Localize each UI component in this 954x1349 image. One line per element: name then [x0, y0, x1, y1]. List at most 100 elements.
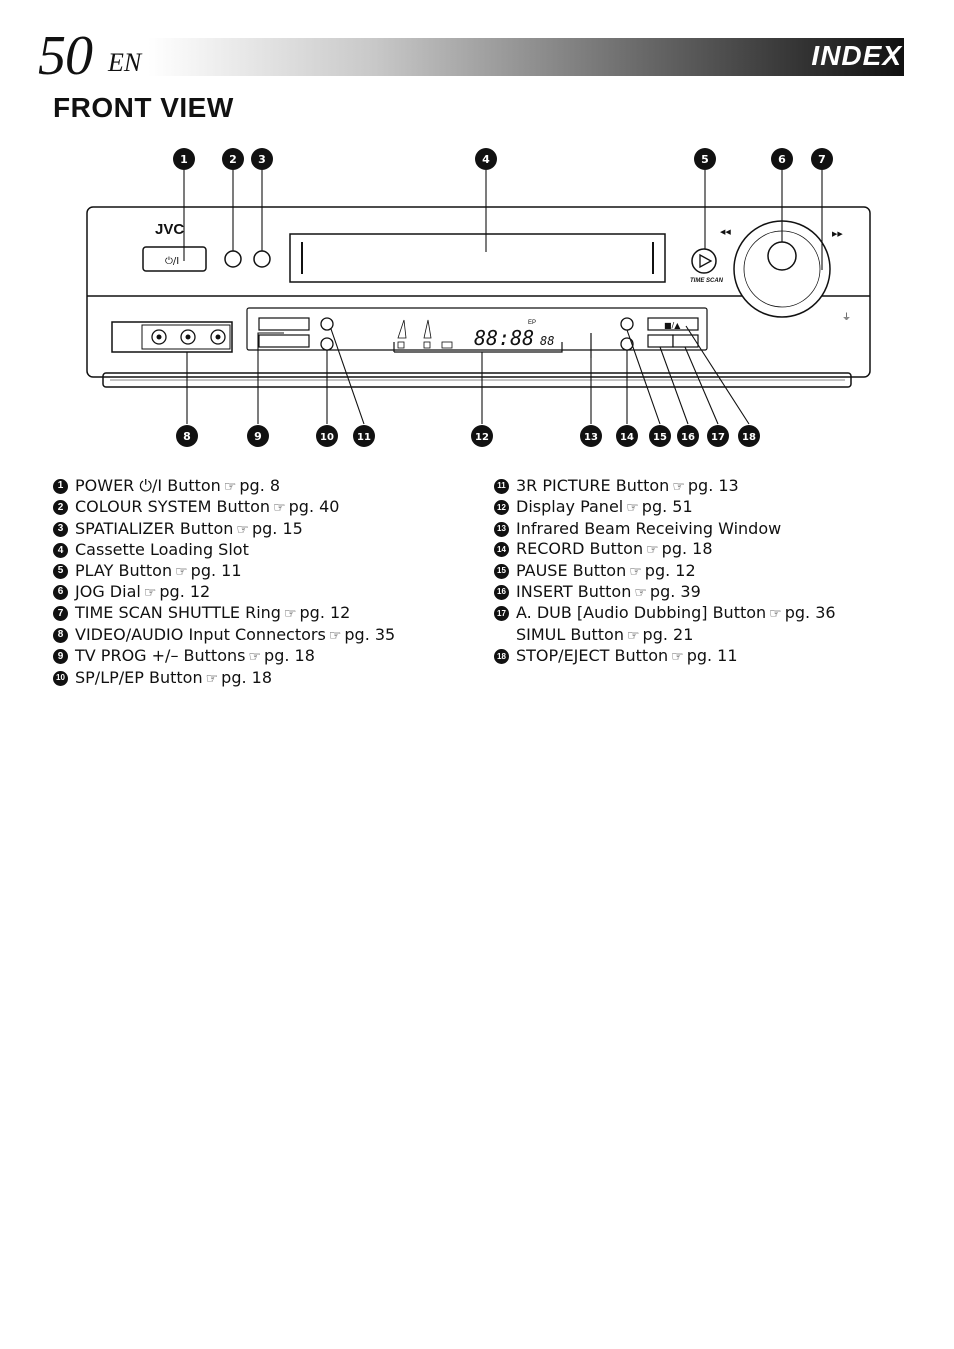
callout-6: 6 [771, 148, 793, 170]
callout-7: 7 [811, 148, 833, 170]
insert-button[interactable] [647, 334, 674, 348]
legend-label: PAUSE Button [516, 560, 627, 580]
fast-forward-icon: ▶▶ [832, 230, 843, 238]
record-button[interactable] [620, 337, 634, 351]
3r-picture-button[interactable] [320, 317, 334, 331]
page-reference: pg. 35 [344, 624, 396, 644]
page-reference-icon: ☞ [629, 563, 642, 580]
stop-eject-icon: ■/▲ [664, 321, 681, 330]
callout-9: 9 [247, 425, 269, 447]
tv-prog-plus-button[interactable] [258, 317, 310, 331]
legend-number: 1 [53, 479, 68, 494]
legend-number: 12 [494, 500, 509, 516]
callout-8: 8 [176, 425, 198, 447]
legend-number: 7 [53, 606, 68, 622]
pause-button[interactable] [620, 317, 634, 331]
legend-label: COLOUR SYSTEM Button [75, 497, 271, 517]
page-reference-icon: ☞ [175, 563, 188, 580]
legend-label: TV PROG +/– Buttons [75, 646, 246, 666]
colour-system-button[interactable] [224, 250, 242, 268]
legend-item-4: 4 Cassette Loading Slot [53, 540, 395, 560]
display-small-digits: 88 [540, 334, 554, 348]
display-panel: 88:88 88 EP [393, 319, 563, 353]
svg-text:18: 18 [742, 432, 756, 443]
legend-label: PLAY Button [75, 560, 173, 580]
legend-number: 14 [494, 542, 509, 558]
page-reference-icon: ☞ [634, 585, 647, 602]
svg-text:1: 1 [180, 153, 188, 166]
legend-label: POWER ⏻/I Button [75, 476, 221, 495]
page-reference: pg. 12 [299, 603, 351, 623]
play-button[interactable] [691, 248, 717, 274]
callout-numbers: 1 2 3 4 5 6 7 8 9 10 11 12 13 14 15 16 1… [173, 148, 833, 447]
callout-12: 12 [471, 425, 493, 447]
svg-text:13: 13 [584, 432, 598, 443]
play-icon [699, 253, 713, 269]
callout-3: 3 [251, 148, 273, 170]
brand-logo: JVC [155, 221, 184, 238]
spatializer-button[interactable] [253, 250, 271, 268]
control-strip [246, 307, 708, 351]
callout-leader-lines [183, 170, 823, 425]
callout-11: 11 [353, 425, 375, 447]
page-reference: pg. 51 [641, 497, 693, 517]
legend-label: VIDEO/AUDIO Input Connectors [75, 624, 326, 644]
stop-eject-button[interactable] [647, 317, 699, 331]
svg-text:17: 17 [711, 432, 725, 443]
legend-number: 9 [53, 649, 68, 665]
legend-label: TIME SCAN SHUTTLE Ring [75, 603, 281, 623]
legend-label: INSERT Button [516, 582, 632, 602]
antenna-icon: ⏚ [842, 312, 851, 323]
legend-label: JOG Dial [75, 582, 141, 602]
legend-item-17-continued: SIMUL Button☞pg. 21 [494, 625, 836, 646]
header-gradient-bar [148, 38, 904, 76]
svg-text:15: 15 [653, 432, 667, 443]
callout-18: 18 [738, 425, 760, 447]
legend-label: A. DUB [Audio Dubbing] Button [516, 603, 767, 623]
legend-number: 13 [494, 521, 509, 537]
rewind-icon: ◀◀ [720, 228, 731, 236]
svg-text:8: 8 [183, 430, 191, 443]
legend-label: SP/LP/EP Button [75, 667, 203, 687]
svg-text:16: 16 [681, 432, 695, 443]
page-reference-icon: ☞ [205, 670, 219, 687]
page-reference: pg. 18 [221, 667, 272, 687]
power-button[interactable] [142, 246, 207, 272]
page-reference-icon: ☞ [646, 542, 659, 559]
sp-lp-ep-button[interactable] [320, 337, 334, 351]
page-reference: pg. 11 [190, 560, 242, 580]
time-scan-label: TIME SCAN [690, 278, 724, 284]
legend-number: 2 [53, 500, 68, 516]
section-title-index: INDEX [811, 40, 902, 71]
svg-text:14: 14 [620, 432, 634, 443]
svg-text:10: 10 [320, 432, 334, 443]
page-reference: pg. 12 [159, 582, 211, 602]
tv-prog-minus-button[interactable] [258, 334, 310, 348]
callout-1: 1 [173, 148, 195, 170]
jog-dial[interactable] [767, 241, 797, 271]
page-reference: pg. 18 [661, 539, 713, 559]
a-dub-button[interactable] [672, 334, 699, 348]
page-reference-icon: ☞ [626, 627, 640, 644]
legend-number: 17 [494, 606, 509, 622]
page-reference: pg. 13 [687, 476, 739, 495]
video-audio-input-connectors [111, 321, 233, 353]
legend-number: 4 [53, 543, 68, 559]
svg-text:4: 4 [482, 153, 490, 166]
legend-label: Cassette Loading Slot [75, 540, 249, 560]
legend-number: 3 [53, 521, 68, 537]
legend-number: 18 [494, 649, 509, 665]
page-reference-icon: ☞ [236, 521, 249, 538]
page-reference-icon: ☞ [672, 479, 685, 495]
page-reference-icon: ☞ [328, 627, 342, 644]
